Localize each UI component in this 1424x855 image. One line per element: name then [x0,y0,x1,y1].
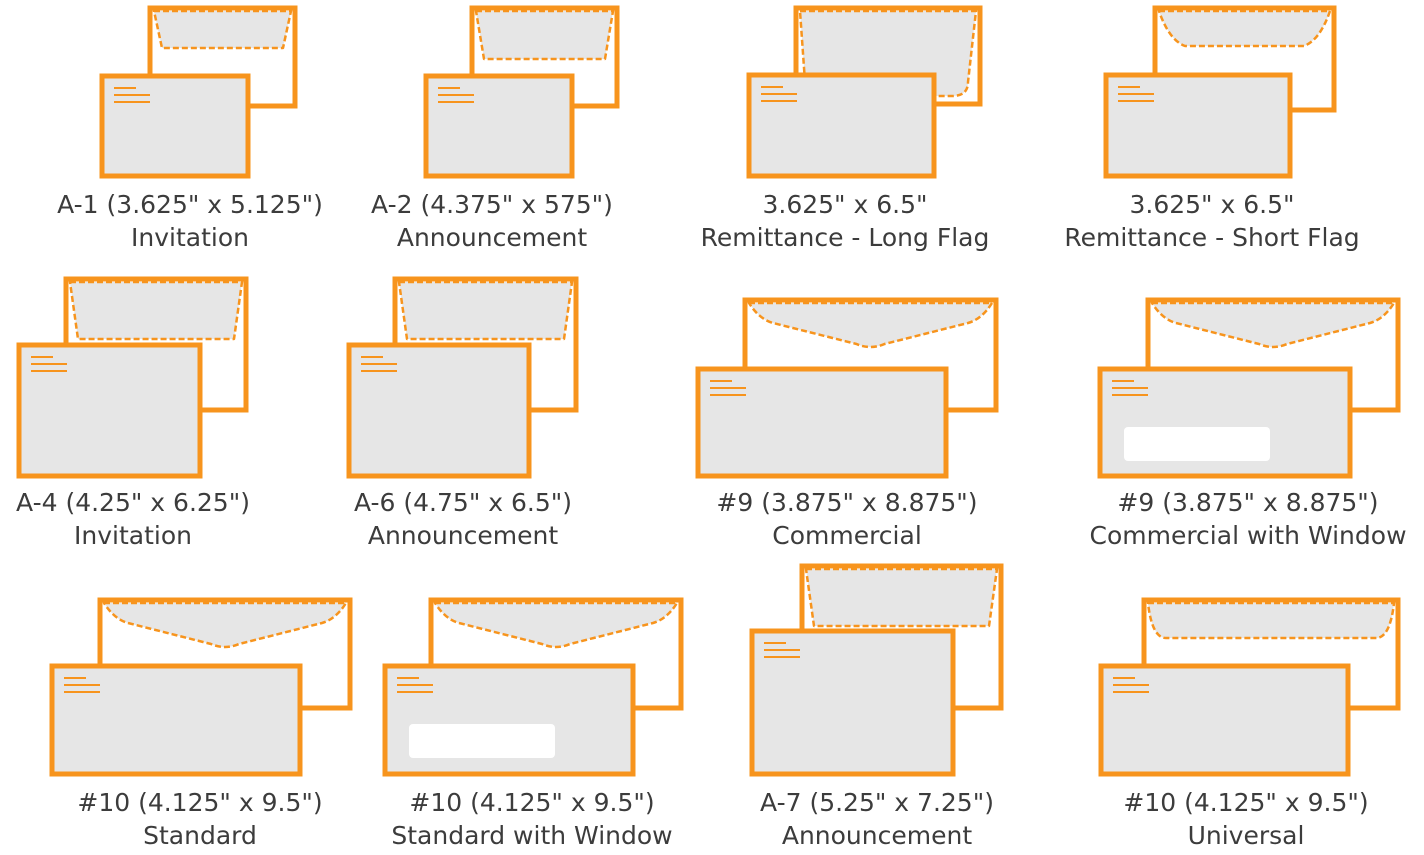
envelope-type-label: Invitation [131,223,249,252]
envelope-a1 [99,5,298,179]
envelope-flap [102,601,348,649]
envelope-size-label: #9 (3.875" x 8.875") [716,488,978,517]
envelope-size-label: A-1 (3.625" x 5.125") [57,190,323,219]
envelope-type-label: Remittance - Short Flag [1064,223,1360,252]
envelope-flap [474,9,615,61]
envelope-front [99,73,251,179]
envelope-type-label: Remittance - Long Flag [700,223,990,252]
envelope-front [1103,72,1293,179]
caption-a2: A-2 (4.375" x 575") Announcement [312,188,672,254]
envelope-size-label: #10 (4.125" x 9.5") [77,788,323,817]
envelope-size-label: #10 (4.125" x 9.5") [409,788,655,817]
caption-n9: #9 (3.875" x 8.875") Commercial [667,486,1027,552]
envelope-type-label: Announcement [367,521,559,550]
caption-a4: A-4 (4.25" x 6.25") Invitation [0,486,313,552]
envelope-n10 [49,597,353,777]
envelope-front [1098,663,1351,777]
envelope-type-label: Announcement [781,821,973,850]
envelope-type-label: Standard [143,821,257,850]
envelope-flap [68,280,244,341]
caption-a1: A-1 (3.625" x 5.125") Invitation [10,188,370,254]
envelope-type-label: Invitation [74,521,192,550]
envelope-flap [397,280,574,341]
caption-a6: A-6 (4.75" x 6.5") Announcement [283,486,643,552]
envelope-type-label: Universal [1187,821,1305,850]
envelope-front [346,342,532,479]
caption-n10w: #10 (4.125" x 9.5") Standard with Window [352,786,712,852]
envelope-type-label: Announcement [396,223,588,252]
caption-a7: A-7 (5.25" x 7.25") Announcement [697,786,1057,852]
envelope-rem-short [1103,5,1337,179]
envelope-flap [804,567,999,628]
envelope-type-label: Commercial [772,521,922,550]
envelope-n9 [695,297,999,479]
caption-rem-long: 3.625" x 6.5" Remittance - Long Flag [665,188,1025,254]
envelope-flap [433,601,679,649]
envelope-flap [1157,9,1332,48]
caption-rem-short: 3.625" x 6.5" Remittance - Short Flag [1032,188,1392,254]
envelope-n9w [1097,297,1401,479]
envelope-a4 [16,276,249,479]
envelope-front [749,628,956,777]
envelope-front [746,72,937,179]
envelope-front [16,342,203,479]
address-window [409,724,555,758]
envelope-type-label: Commercial with Window [1089,521,1407,550]
envelope-flap [1150,301,1396,349]
envelope-size-label: A-4 (4.25" x 6.25") [16,488,250,517]
envelope-flap [1146,601,1396,640]
envelope-flap [747,301,994,349]
envelope-front [695,366,949,479]
envelope-a2 [423,5,620,179]
envelope-a6 [346,276,579,479]
envelope-size-label: #9 (3.875" x 8.875") [1117,488,1379,517]
caption-n9w: #9 (3.875" x 8.875") Commercial with Wind… [1068,486,1424,552]
envelope-size-label: A-7 (5.25" x 7.25") [760,788,994,817]
envelope-a7 [749,563,1004,777]
envelope-size-label: #10 (4.125" x 9.5") [1123,788,1369,817]
address-window [1124,427,1270,461]
envelope-size-label: 3.625" x 6.5" [762,190,928,219]
envelope-type-label: Standard with Window [391,821,673,850]
caption-n10u: #10 (4.125" x 9.5") Universal [1066,786,1424,852]
envelope-size-label: 3.625" x 6.5" [1129,190,1295,219]
caption-n10: #10 (4.125" x 9.5") Standard [20,786,380,852]
envelope-size-label: A-6 (4.75" x 6.5") [353,488,573,517]
envelope-n10u [1098,597,1401,777]
envelope-front [423,73,575,179]
envelope-front [49,663,303,777]
envelope-size-label: A-2 (4.375" x 575") [371,190,613,219]
envelope-rem-long [746,5,983,179]
envelope-n10w [382,597,684,777]
envelope-flap [152,9,293,50]
